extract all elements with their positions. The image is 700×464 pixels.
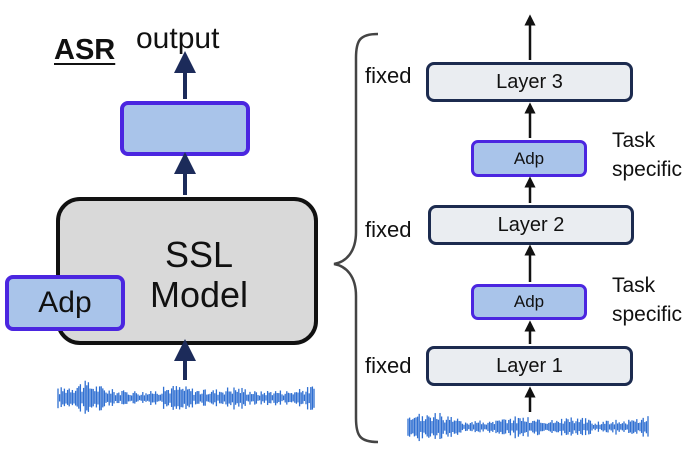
fixed-label-layer-2: fixed bbox=[365, 217, 412, 242]
curly-brace bbox=[333, 32, 379, 444]
fixed-label-layer-1: fixed bbox=[365, 353, 412, 378]
audio-waveform-right bbox=[407, 412, 649, 442]
task-specific-label-lower: Task specific bbox=[612, 274, 683, 326]
layer-3-block: Layer 3 bbox=[426, 62, 633, 102]
task-specific-label-upper: Task specific bbox=[612, 129, 683, 181]
adapter-block-left: Adp bbox=[5, 275, 125, 331]
ssl-model-label-line2: Model bbox=[149, 274, 249, 315]
audio-waveform-left bbox=[57, 380, 315, 414]
layer-2-block: Layer 2 bbox=[428, 205, 634, 245]
asr-title: ASR bbox=[54, 34, 116, 66]
layer-1-block: Layer 1 bbox=[426, 346, 633, 386]
output-label: output bbox=[136, 22, 220, 55]
adapter-block-upper: Adp bbox=[471, 140, 587, 177]
ssl-model-label-line1: SSL bbox=[164, 234, 234, 275]
adapter-block-lower: Adp bbox=[471, 284, 587, 320]
fixed-label-layer-3: fixed bbox=[365, 63, 412, 88]
